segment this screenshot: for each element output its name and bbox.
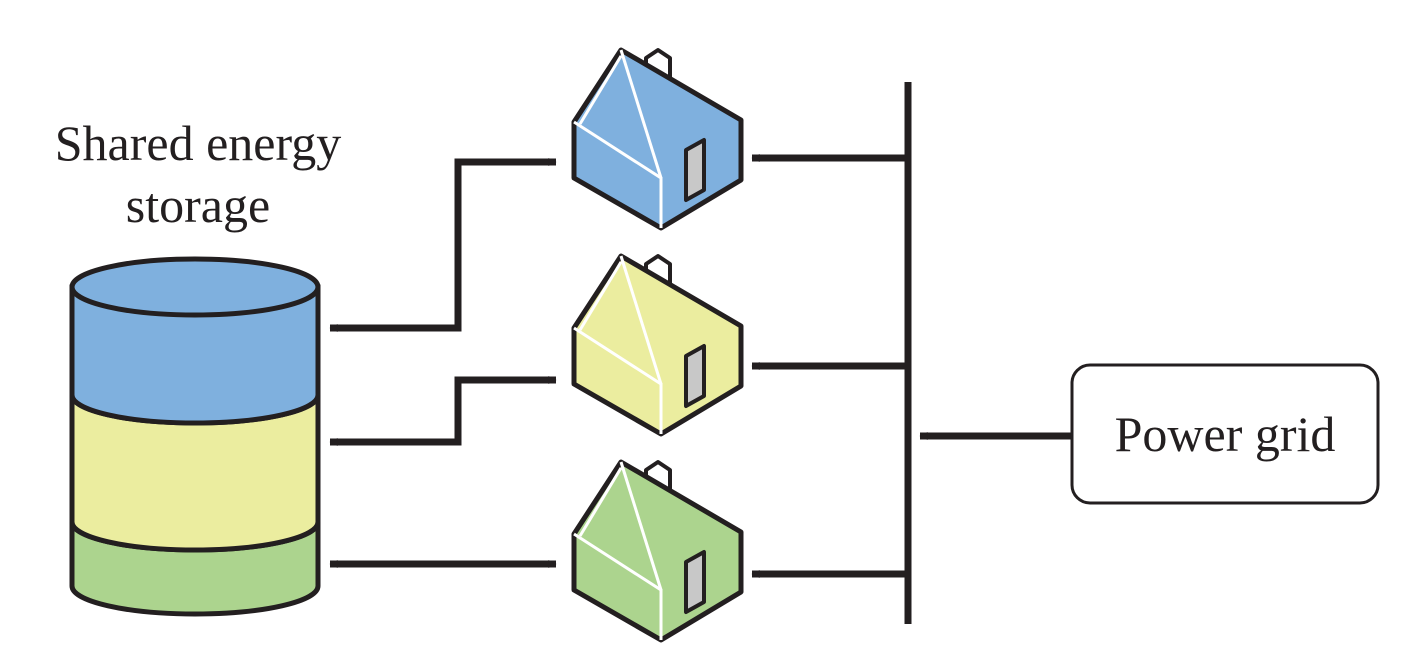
house-door — [684, 138, 706, 202]
storage-top-cap — [69, 256, 321, 318]
power-grid-label: Power grid — [1115, 406, 1336, 462]
house-door — [684, 550, 706, 614]
house-green — [571, 459, 744, 643]
storage-layer-blue — [69, 284, 321, 426]
storage-title-line2: storage — [126, 177, 270, 233]
house-yellow — [571, 253, 744, 437]
house-blue — [571, 47, 744, 231]
storage-house-yellow-connector — [329, 376, 557, 446]
power-grid-box — [1070, 363, 1380, 505]
storage-house-blue-connector — [329, 158, 557, 332]
storage-title-line1: Shared energy — [55, 115, 341, 171]
storage-cylinder — [69, 256, 321, 617]
house-door — [684, 344, 706, 408]
